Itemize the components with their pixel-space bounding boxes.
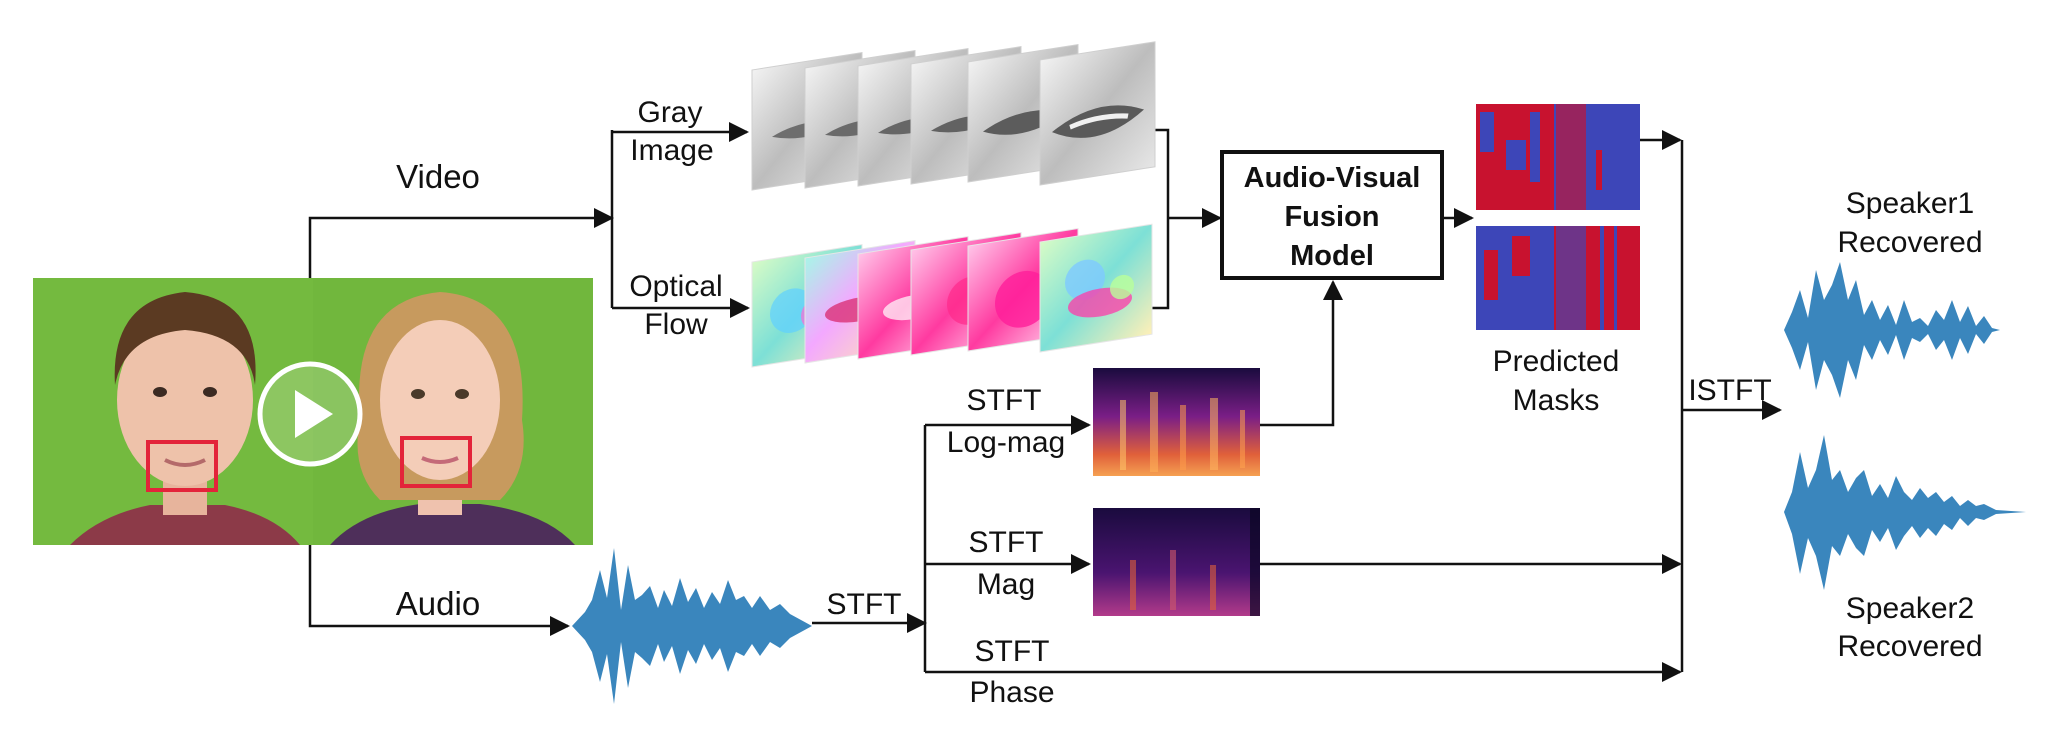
predicted-mask-bottom	[1476, 226, 1640, 330]
connection-lines	[308, 122, 1782, 682]
stft-logmag-label-line1: STFT	[967, 384, 1042, 417]
fusion-model-label-line2: Fusion	[1284, 201, 1379, 233]
speaker2-mouth-box	[400, 436, 472, 488]
stft-phase-label-line2: Phase	[969, 676, 1054, 709]
speaker2-waveform	[1784, 435, 2026, 590]
stft-mag-label-line2: Mag	[977, 568, 1035, 601]
predicted-masks-label-line1: Predicted	[1493, 345, 1620, 378]
predicted-masks-label-line2: Masks	[1513, 384, 1600, 417]
predicted-mask-top	[1476, 104, 1640, 210]
input-video-frame	[33, 278, 593, 545]
audio-label: Audio	[396, 585, 480, 622]
fusion-model-label-line1: Audio-Visual	[1244, 162, 1421, 194]
speaker2-label-line2: Recovered	[1837, 630, 1982, 663]
stft-logmag-label-line2: Log-mag	[947, 426, 1065, 459]
fusion-model-label-line3: Model	[1290, 240, 1374, 272]
play-icon[interactable]	[295, 390, 333, 438]
audio-line	[308, 545, 570, 636]
optical-flow-frames	[751, 223, 1153, 368]
gray-image-frames	[751, 41, 1156, 191]
speaker1-mouth-box	[146, 440, 218, 492]
speaker1-waveform	[1784, 262, 2000, 398]
speaker1-label-line1: Speaker1	[1846, 187, 1974, 220]
gray-image-label-line1: Gray	[637, 96, 702, 129]
stft-phase-label-line1: STFT	[975, 635, 1050, 668]
speaker1-label-line2: Recovered	[1837, 226, 1982, 259]
video-line	[308, 208, 614, 278]
stft-mag-label-line1: STFT	[969, 526, 1044, 559]
gray-image-label-line2: Image	[630, 134, 713, 167]
input-audio-waveform	[572, 548, 812, 704]
istft-label: ISTFT	[1688, 374, 1771, 407]
speaker2-label-line1: Speaker2	[1846, 592, 1974, 625]
logmag-spectrogram	[1093, 368, 1260, 476]
video-label: Video	[396, 158, 480, 195]
play-button[interactable]	[257, 361, 363, 467]
fusion-model-box: Audio-Visual Fusion Model	[1220, 150, 1444, 280]
flow-frame	[1039, 223, 1153, 353]
optical-flow-label-line1: Optical	[629, 270, 722, 303]
mag-spectrogram	[1093, 508, 1260, 616]
stft-label: STFT	[827, 588, 902, 621]
logmag-to-fusion-arrow	[1260, 280, 1343, 427]
optical-flow-label-line2: Flow	[644, 308, 708, 341]
gray-frame	[1039, 41, 1156, 186]
